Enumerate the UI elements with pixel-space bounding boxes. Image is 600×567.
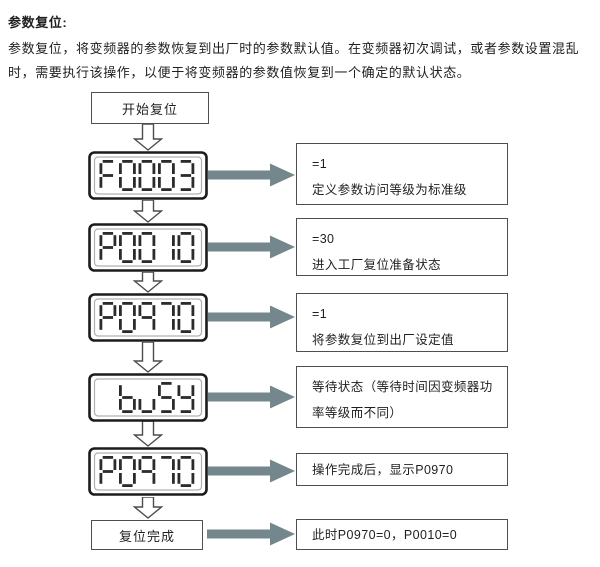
down-arrow-icon bbox=[133, 124, 163, 151]
note-text: 进入工厂复位准备状态 bbox=[312, 258, 442, 272]
right-arrow-icon bbox=[208, 235, 295, 259]
note-box-end: 此时P0970=0，P0010=0 bbox=[296, 519, 508, 550]
lcd-display-p0970 bbox=[88, 293, 208, 342]
lcd-display-f0003 bbox=[88, 151, 208, 200]
note-box-step1: =1 定义参数访问等级为标准级 bbox=[296, 143, 508, 205]
flow-end-label: 复位完成 bbox=[118, 528, 175, 544]
note-box-step2: =30 进入工厂复位准备状态 bbox=[296, 218, 508, 276]
lcd-display-p0970-2 bbox=[88, 447, 208, 496]
down-arrow-icon bbox=[133, 200, 163, 223]
note-text: 此时P0970=0，P0010=0 bbox=[312, 527, 458, 542]
page-title: 参数复位: bbox=[8, 15, 68, 30]
down-arrow-icon bbox=[133, 497, 163, 519]
flow-start-label: 开始复位 bbox=[121, 101, 178, 117]
flow-end-node: 复位完成 bbox=[91, 520, 203, 550]
note-value: =1 bbox=[312, 157, 328, 171]
down-arrow-icon bbox=[133, 421, 163, 447]
note-box-step5: 操作完成后，显示P0970 bbox=[296, 453, 508, 486]
right-arrow-icon bbox=[208, 385, 295, 409]
note-text: 操作完成后，显示P0970 bbox=[312, 462, 454, 477]
right-arrow-icon bbox=[208, 163, 295, 187]
intro-line-1: 参数复位，将变频器的参数恢复到出厂时的参数默认值。在变频器初次调试，或者参数设置… bbox=[8, 41, 580, 56]
lcd-display-busy bbox=[88, 373, 208, 422]
note-text: 定义参数访问等级为标准级 bbox=[312, 183, 467, 197]
lcd-display-p0010 bbox=[88, 223, 208, 272]
note-box-step3: =1 将参数复位到出厂设定值 bbox=[296, 293, 508, 352]
note-value: =1 bbox=[312, 307, 328, 321]
flow-start-node: 开始复位 bbox=[91, 92, 209, 124]
down-arrow-icon bbox=[133, 272, 163, 293]
note-text: 将参数复位到出厂设定值 bbox=[312, 333, 454, 347]
down-arrow-icon bbox=[133, 342, 163, 373]
intro-paragraph: 参数复位，将变频器的参数恢复到出厂时的参数默认值。在变频器初次调试，或者参数设置… bbox=[8, 37, 594, 84]
right-arrow-icon bbox=[208, 459, 295, 483]
right-arrow-icon bbox=[208, 305, 295, 329]
intro-line-2: 时，需要执行该操作，以便于将变频器的参数值恢复到一个确定的默认状态。 bbox=[8, 64, 471, 80]
note-value: =30 bbox=[312, 232, 335, 246]
right-arrow-icon bbox=[207, 522, 295, 546]
note-text: 等待状态（等待时间因变频器功率等级而不同） bbox=[312, 380, 493, 420]
note-box-step4: 等待状态（等待时间因变频器功率等级而不同） bbox=[296, 366, 508, 428]
